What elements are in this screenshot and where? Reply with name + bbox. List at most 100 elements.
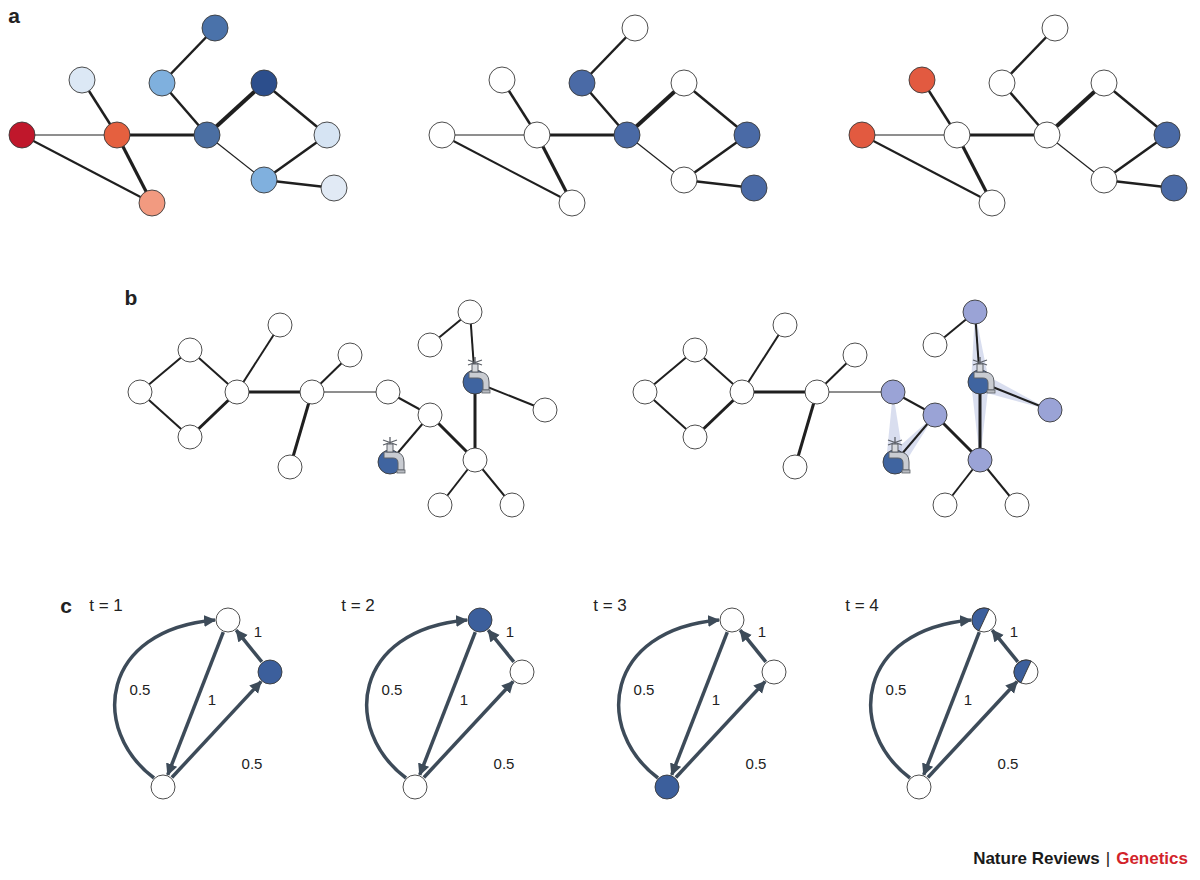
network-node <box>989 70 1015 96</box>
network-node <box>923 403 947 427</box>
directed-edge <box>115 620 215 778</box>
edge-weight: 0.5 <box>130 682 151 699</box>
network-node <box>1005 493 1029 517</box>
network-node <box>963 300 987 324</box>
panel-c-graph <box>115 608 282 799</box>
network-node <box>428 493 452 517</box>
edge-weight: 0.5 <box>998 756 1019 773</box>
panel-c-graph <box>619 608 786 799</box>
panel-a-graph <box>429 15 767 216</box>
network-node <box>278 455 302 479</box>
network-node <box>683 338 707 362</box>
network-node <box>178 338 202 362</box>
network-node <box>338 343 362 367</box>
network-node <box>805 380 829 404</box>
edge-weight: 1 <box>758 624 766 641</box>
faucet-icon <box>888 437 910 473</box>
edge-weight: 1 <box>964 692 972 709</box>
network-node <box>403 775 427 799</box>
journal-separator: | <box>1106 850 1110 869</box>
network-node <box>524 122 550 148</box>
network-node <box>909 67 935 93</box>
network-edge <box>862 135 957 136</box>
journal-section: Genetics <box>1116 850 1188 869</box>
network-node <box>202 15 228 41</box>
network-node <box>881 380 905 404</box>
network-node <box>843 343 867 367</box>
network-node <box>458 300 482 324</box>
network-node <box>139 190 165 216</box>
network-node <box>194 122 220 148</box>
network-node <box>321 175 347 201</box>
half-filled-node <box>1010 656 1031 683</box>
network-node <box>633 380 657 404</box>
network-node <box>104 122 130 148</box>
directed-edge <box>367 620 467 778</box>
directed-edge <box>871 620 971 778</box>
faucet-icon <box>383 437 405 473</box>
network-node <box>418 333 442 357</box>
network-node <box>489 67 515 93</box>
network-node <box>622 15 648 41</box>
time-label: t = 4 <box>845 597 879 616</box>
faucet-icon <box>468 357 490 393</box>
network-node <box>500 493 524 517</box>
network-edge <box>22 135 152 203</box>
network-node <box>268 313 292 337</box>
network-node <box>251 70 277 96</box>
network-node <box>300 380 324 404</box>
edge-weight: 1 <box>208 692 216 709</box>
edge-weight: 0.5 <box>382 682 403 699</box>
network-node <box>468 608 492 632</box>
network-node <box>258 660 282 684</box>
network-node <box>510 660 534 684</box>
edge-weight: 1 <box>254 624 262 641</box>
panel-a-graph <box>9 15 347 216</box>
network-node <box>773 313 797 337</box>
network-node <box>734 122 760 148</box>
network-node <box>9 122 35 148</box>
network-node <box>128 380 152 404</box>
panel-a-graph <box>849 15 1187 216</box>
network-node <box>762 660 786 684</box>
network-node <box>614 122 640 148</box>
network-node <box>1161 175 1187 201</box>
network-edge <box>862 135 992 203</box>
network-node <box>849 122 875 148</box>
edge-weight: 1 <box>460 692 468 709</box>
network-edge <box>22 135 117 136</box>
network-node <box>730 380 754 404</box>
network-node <box>979 190 1005 216</box>
network-node <box>671 70 697 96</box>
edge-weight: 0.5 <box>494 756 515 773</box>
network-node <box>178 425 202 449</box>
edge-weight: 1 <box>1010 624 1018 641</box>
network-node <box>683 425 707 449</box>
network-node <box>251 167 277 193</box>
network-node <box>783 455 807 479</box>
network-node <box>314 122 340 148</box>
time-label: t = 2 <box>341 597 375 616</box>
time-label: t = 1 <box>89 597 123 616</box>
network-node <box>216 608 240 632</box>
panel-letter: a <box>8 4 20 27</box>
network-edge <box>442 135 537 136</box>
network-node <box>149 70 175 96</box>
panel-b-graph <box>633 300 1062 517</box>
network-node <box>1091 167 1117 193</box>
panel-letter: b <box>125 286 138 309</box>
directed-edge <box>619 620 719 778</box>
network-node <box>151 775 175 799</box>
half-filled-node <box>968 604 989 631</box>
network-edge <box>537 133 627 136</box>
network-node <box>69 67 95 93</box>
network-node <box>741 175 767 201</box>
network-node <box>1038 398 1062 422</box>
network-node <box>720 608 744 632</box>
network-node <box>907 775 931 799</box>
network-node <box>1154 122 1180 148</box>
network-node <box>225 380 249 404</box>
edge-weight: 0.5 <box>242 756 263 773</box>
network-edge <box>442 135 572 203</box>
network-edge <box>117 133 207 136</box>
